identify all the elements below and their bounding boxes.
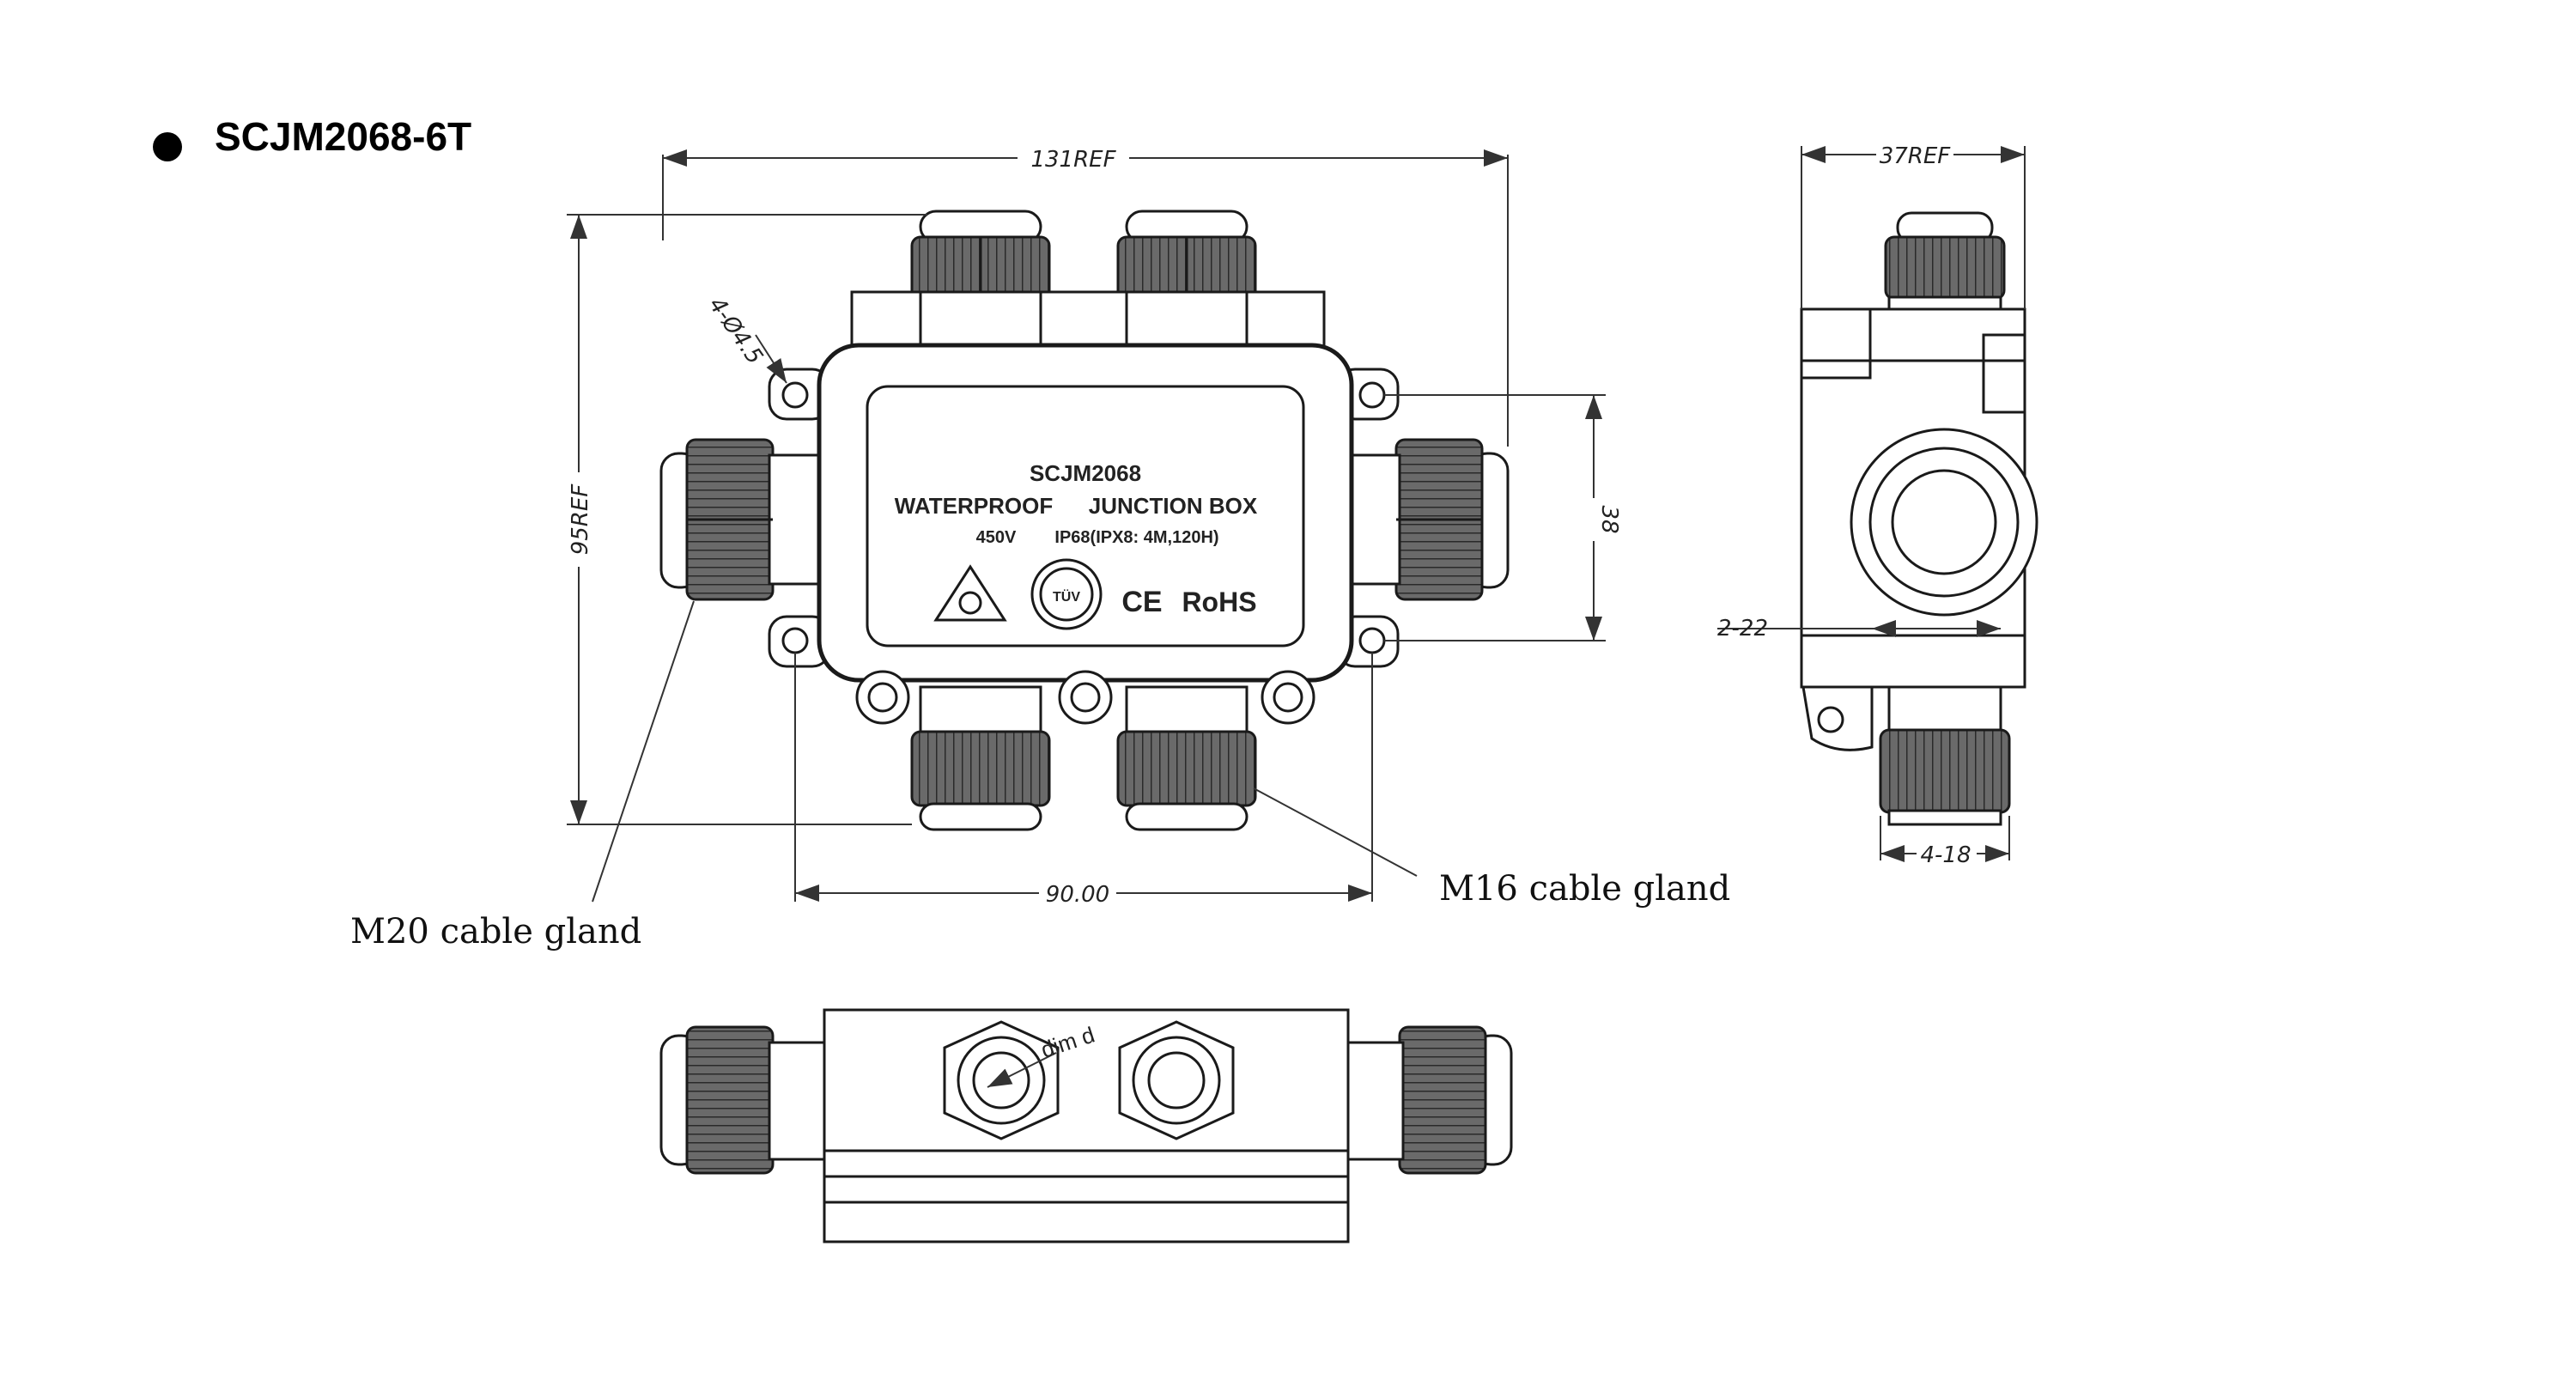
- label-voltage: 450V: [976, 528, 1017, 547]
- side-mount-tab: [1801, 685, 1874, 751]
- tuv-mark: [1030, 558, 1103, 630]
- tuv-mark-text: TÜV: [1053, 588, 1080, 605]
- bottom-screws: [855, 670, 1315, 725]
- dim-cable-range-large: 2-22: [1717, 616, 1768, 641]
- rcm-mark: [933, 564, 1007, 622]
- product-label-text: SCJM2068 WATERPROOF JUNCTION BOX 450V IP…: [895, 460, 1258, 618]
- side-top-gland: [1884, 211, 2006, 318]
- front-view: [659, 210, 1510, 831]
- side-bottom-gland: [1879, 685, 2011, 826]
- dim-depth: 37REF: [1880, 143, 1952, 169]
- dim-hole-spacing-vertical: 38: [1596, 505, 1622, 533]
- label-model: SCJM2068: [1030, 460, 1141, 486]
- label-ip-rating: IP68(IPX8: 4M,120H): [1054, 528, 1218, 547]
- callout-m16-gland: M16 cable gland: [1439, 869, 1730, 909]
- bottom-center-right-gland: [1118, 1020, 1235, 1140]
- left-m20-cable-gland: [659, 438, 823, 601]
- bottom-right-gland: [1346, 1025, 1513, 1175]
- title-bullet: [153, 132, 182, 161]
- side-view: [1800, 211, 2038, 826]
- bottom-left-gland: [659, 1025, 826, 1175]
- dim-overall-width: 131REF: [1030, 147, 1116, 173]
- dim-cable-range-small: 4-18: [1920, 842, 1971, 868]
- side-center-gland: [1850, 428, 2038, 617]
- bottom-view: [659, 1008, 1513, 1243]
- bottom-right-m16-cable-gland: [1116, 685, 1257, 831]
- label-waterproof: WATERPROOF: [895, 493, 1053, 519]
- callout-m20-gland: M20 cable gland: [350, 912, 641, 951]
- dim-mount-holes: 4-Ø4.5: [703, 293, 768, 369]
- dim-overall-height: 95REF: [568, 483, 593, 556]
- label-junction-box: JUNCTION BOX: [1089, 493, 1258, 519]
- ce-mark: CE: [1121, 586, 1162, 618]
- page-title: SCJM2068-6T: [215, 114, 472, 159]
- rohs-mark: RoHS: [1182, 587, 1256, 617]
- right-cable-gland: [1346, 438, 1510, 601]
- dim-hole-spacing-horizontal: 90.00: [1046, 882, 1109, 908]
- bottom-left-cable-gland: [910, 685, 1051, 831]
